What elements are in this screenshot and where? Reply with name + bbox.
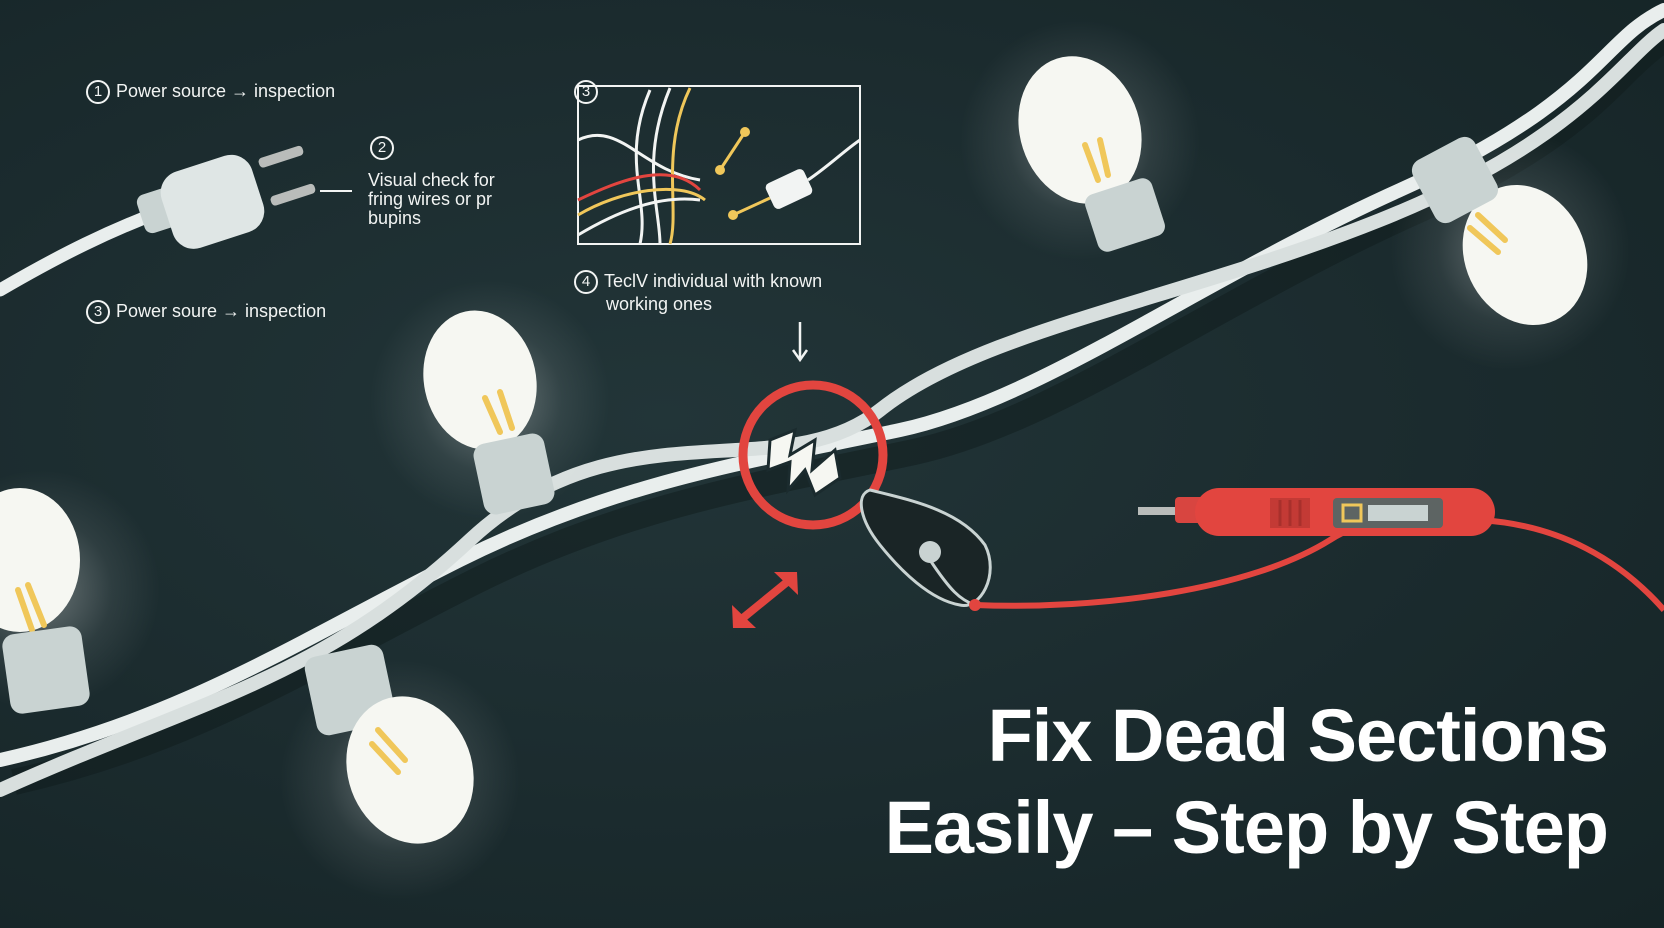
- step-3-left-number: 3: [86, 300, 110, 324]
- step-2-label: Visual check for fring wires or pr bupin…: [368, 171, 495, 228]
- step-3-left-label: 3 Power soure → inspection: [86, 300, 326, 324]
- step-2-line: Visual check for: [368, 170, 495, 190]
- step-2-line: fring wires or pr: [368, 189, 493, 209]
- step-3-top-number: 3: [574, 80, 598, 104]
- step-4-line: TeclV individual with known: [604, 270, 823, 291]
- plug-icon: [136, 145, 316, 249]
- bulb-icon: [0, 470, 160, 714]
- light-string-wire: [0, 3, 1664, 797]
- step-4-number: 4: [574, 270, 598, 294]
- bulb-icon: [1390, 130, 1630, 370]
- headline-line-1: Fix Dead Sections: [987, 694, 1609, 777]
- headline: Fix Dead Sections Easily – Step by Step: [884, 690, 1609, 874]
- step-1-text: Power source → inspection: [116, 80, 336, 101]
- step-3-top-number-badge: 3: [574, 80, 598, 104]
- step-4-line: working ones: [606, 294, 713, 314]
- step-3-left-text: Power soure → inspection: [116, 300, 327, 321]
- down-arrow-icon: [791, 322, 809, 363]
- wire-diagram-icon: [577, 85, 861, 245]
- step-2-line: bupins: [368, 208, 422, 228]
- double-arrow-icon: [732, 572, 798, 628]
- bulb-icon: [370, 280, 610, 520]
- step-4-label: 4 TeclV individual with known working one…: [574, 270, 822, 315]
- step-2-number-badge: 2: [370, 136, 394, 160]
- step-1-number: 1: [86, 80, 110, 104]
- bulb-icon: [960, 20, 1200, 260]
- damage-circle-icon: [738, 380, 888, 530]
- bulb-icon: [280, 644, 520, 900]
- step-2-number: 2: [370, 136, 394, 160]
- tester-probe-icon: [859, 488, 1664, 612]
- step-1-label: 1 Power source → inspection: [86, 80, 335, 104]
- headline-line-2: Easily – Step by Step: [884, 786, 1609, 869]
